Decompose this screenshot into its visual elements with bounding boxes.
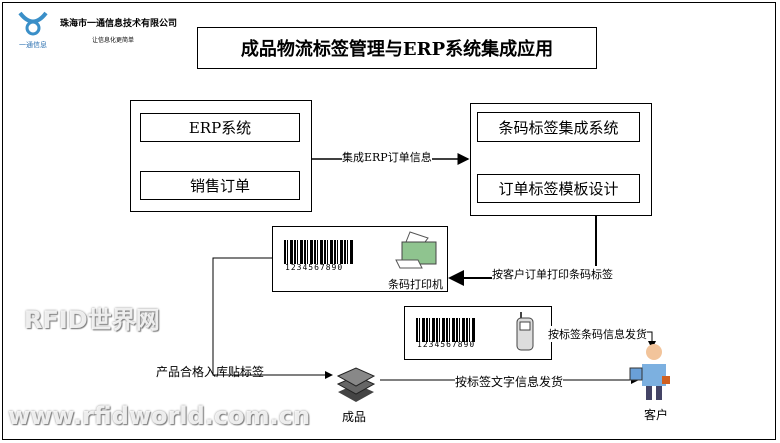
printer-label: 条码打印机 — [388, 278, 443, 291]
erp-system-box: ERP系统 — [140, 113, 300, 142]
logo: 一通信息 — [16, 10, 50, 49]
customer-label: 客户 — [644, 406, 669, 423]
scan-barcode-number: 1234567890 — [417, 340, 476, 349]
barcode-icon — [284, 240, 354, 264]
product-label: 成品 — [342, 408, 367, 425]
erp-system-label: ERP系统 — [188, 119, 252, 137]
printer-icon — [395, 231, 437, 269]
logo-text: 一通信息 — [19, 41, 47, 49]
product-stack-icon — [336, 367, 376, 402]
flow-label-print: 按客户订单打印条码标签 — [492, 266, 613, 282]
barcode-system-box: 条码标签集成系统 — [477, 112, 640, 142]
watermark-line1: RFID世界网 — [24, 306, 160, 334]
sales-order-label: 销售订单 — [189, 177, 250, 195]
sales-order-box: 销售订单 — [140, 171, 300, 200]
watermark-line2: www.rfidworld.com.cn — [8, 402, 311, 430]
template-design-box: 订单标签模板设计 — [477, 174, 640, 203]
barcode-system-label: 条码标签集成系统 — [498, 118, 619, 137]
company-name: 珠海市一通信息技术有限公司 — [60, 19, 178, 29]
printer-barcode-number: 1234567890 — [285, 263, 344, 272]
flow-label-ship-barcode: 按标签条码信息发货 — [548, 326, 647, 342]
page-title: 成品物流标签管理与ERP系统集成应用 — [240, 39, 554, 60]
logo-icon — [18, 11, 48, 36]
barcode-icon — [416, 318, 476, 342]
template-design-label: 订单标签模板设计 — [498, 180, 619, 198]
title-box: 成品物流标签管理与ERP系统集成应用 — [197, 27, 597, 69]
flow-label-ship-text: 按标签文字信息发货 — [455, 373, 564, 390]
customer-icon — [629, 344, 670, 400]
slogan: 让信息化更简单 — [92, 37, 135, 44]
flow-label-integrate: 集成ERP订单信息 — [342, 149, 432, 165]
handheld-scanner-icon — [516, 312, 534, 351]
flow-label-label-in: 产品合格入库贴标签 — [156, 365, 265, 379]
